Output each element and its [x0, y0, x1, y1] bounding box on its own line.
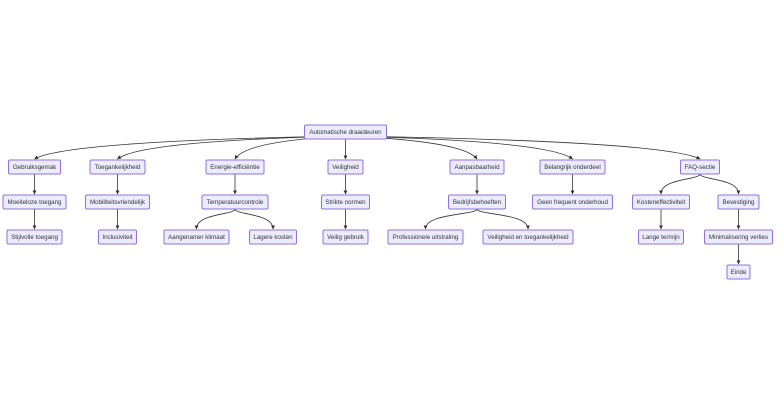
- node-box-root: [304, 124, 387, 140]
- node-box-strikte: [321, 194, 370, 210]
- node-bedrijfs: Bedrijfsbehoeften: [448, 194, 506, 210]
- node-box-kosteneff: [632, 194, 690, 210]
- node-label-minimalisering: Minimalisering verlies: [709, 234, 768, 241]
- node-label-einde: Einde: [731, 269, 747, 276]
- edge-temperatuur-to-lagere: [234, 208, 275, 230]
- node-label-aanpasbaarheid: Aanpasbaarheid: [454, 164, 500, 171]
- node-label-root: Automatische draaideuren: [309, 129, 382, 136]
- node-kosteneff: Kosteneffectiviteit: [632, 194, 690, 210]
- node-label-kosteneff: Kosteneffectiviteit: [637, 199, 686, 206]
- node-box-faq: [680, 159, 720, 175]
- edge-root-to-gebruiksgemak: [34, 135, 346, 160]
- node-label-strikte: Strikte normen: [325, 199, 366, 206]
- node-label-onderhoud: Geen frequent onderhoud: [537, 199, 608, 206]
- node-professioneel: Professionele uitstraling: [387, 229, 464, 245]
- node-box-klimaat: [163, 229, 230, 245]
- node-bevestiging: Bevestiging: [717, 194, 760, 210]
- edge-root-to-toegankelijkheid: [117, 135, 346, 160]
- node-onderdeel: Belangrijk onderdeel: [539, 159, 606, 175]
- node-label-bedrijfs: Bedrijfsbehoeften: [453, 199, 502, 206]
- node-label-faq: FAQ-sectie: [685, 164, 716, 171]
- node-veiltoeg: Veiligheid en toegankelijkheid: [482, 229, 574, 245]
- node-root: Automatische draaideuren: [304, 124, 387, 140]
- node-mobiliteit: Mobiliteitsvriendelijk: [85, 194, 150, 210]
- node-veilig: Veilig gebruik: [322, 229, 369, 245]
- node-box-gebruiksgemak: [8, 159, 61, 175]
- node-energie: Energie-efficiëntie: [205, 159, 265, 175]
- node-box-lagere: [249, 229, 297, 245]
- node-minimalisering: Minimalisering verlies: [704, 229, 773, 245]
- node-gebruiksgemak: Gebruiksgemak: [8, 159, 61, 175]
- node-label-gebruiksgemak: Gebruiksgemak: [13, 164, 57, 171]
- node-label-stijlvolle: Stijlvolle toegang: [11, 234, 58, 241]
- node-label-onderdeel: Belangrijk onderdeel: [544, 164, 600, 171]
- node-box-temperatuur: [201, 194, 269, 210]
- node-toegankelijkheid: Toegankelijkheid: [89, 159, 146, 175]
- edge-faq-to-kosteneff: [659, 173, 701, 195]
- node-box-onderdeel: [539, 159, 606, 175]
- node-box-mobiliteit: [85, 194, 150, 210]
- edge-root-to-onderdeel: [345, 135, 573, 160]
- node-label-professioneel: Professionele uitstraling: [393, 234, 459, 241]
- node-label-temperatuur: Temperatuurcontrole: [207, 199, 264, 206]
- node-box-minimalisering: [704, 229, 773, 245]
- node-label-toegankelijkheid: Toegankelijkheid: [95, 164, 141, 171]
- node-klimaat: Aangenamer klimaat: [163, 229, 230, 245]
- node-label-lagere: Lagere kosten: [253, 234, 293, 241]
- node-box-veilig: [322, 229, 369, 245]
- node-label-veiligheid: Veiligheid: [332, 164, 359, 171]
- node-stijlvolle: Stijlvolle toegang: [6, 229, 63, 245]
- edge-bedrijfs-to-professioneel: [423, 208, 478, 230]
- node-lagere: Lagere kosten: [249, 229, 297, 245]
- edge-layer: [32, 135, 741, 265]
- node-temperatuur: Temperatuurcontrole: [201, 194, 269, 210]
- node-lange: Lange termijn: [638, 229, 684, 245]
- node-label-energie: Energie-efficiëntie: [210, 164, 260, 171]
- node-faq: FAQ-sectie: [680, 159, 720, 175]
- node-aanpasbaarheid: Aanpasbaarheid: [449, 159, 505, 175]
- node-label-veilig: Veilig gebruik: [327, 234, 365, 241]
- node-einde: Einde: [726, 264, 751, 280]
- edge-faq-to-bevestiging: [699, 173, 741, 195]
- node-label-mobiliteit: Mobiliteitsvriendelijk: [90, 199, 146, 206]
- edge-temperatuur-to-klimaat: [194, 208, 236, 230]
- node-box-toegankelijkheid: [89, 159, 146, 175]
- edge-bedrijfs-to-veiltoeg: [476, 208, 530, 230]
- node-box-energie: [205, 159, 265, 175]
- node-box-moeiteloze: [2, 194, 67, 210]
- node-box-bedrijfs: [448, 194, 506, 210]
- node-label-bevestiging: Bevestiging: [723, 199, 756, 206]
- node-box-bevestiging: [717, 194, 760, 210]
- node-box-stijlvolle: [6, 229, 63, 245]
- node-box-aanpasbaarheid: [449, 159, 505, 175]
- node-label-lange: Lange termijn: [642, 234, 680, 241]
- node-moeiteloze: Moeiteloze toegang: [2, 194, 67, 210]
- node-inclusiviteit: Inclusiviteit: [98, 229, 137, 245]
- edge-root-to-faq: [345, 135, 701, 160]
- node-label-veiltoeg: Veiligheid en toegankelijkheid: [487, 234, 569, 241]
- node-box-inclusiviteit: [98, 229, 137, 245]
- node-box-lange: [638, 229, 684, 245]
- node-label-moeiteloze: Moeiteloze toegang: [7, 199, 62, 206]
- node-box-onderhoud: [532, 194, 613, 210]
- node-box-veiligheid: [327, 159, 364, 175]
- node-strikte: Strikte normen: [321, 194, 370, 210]
- node-veiligheid: Veiligheid: [327, 159, 364, 175]
- node-label-inclusiviteit: Inclusiviteit: [102, 234, 133, 241]
- node-box-veiltoeg: [482, 229, 574, 245]
- node-box-einde: [726, 264, 751, 280]
- node-box-professioneel: [387, 229, 464, 245]
- node-onderhoud: Geen frequent onderhoud: [532, 194, 613, 210]
- node-label-klimaat: Aangenamer klimaat: [168, 234, 225, 241]
